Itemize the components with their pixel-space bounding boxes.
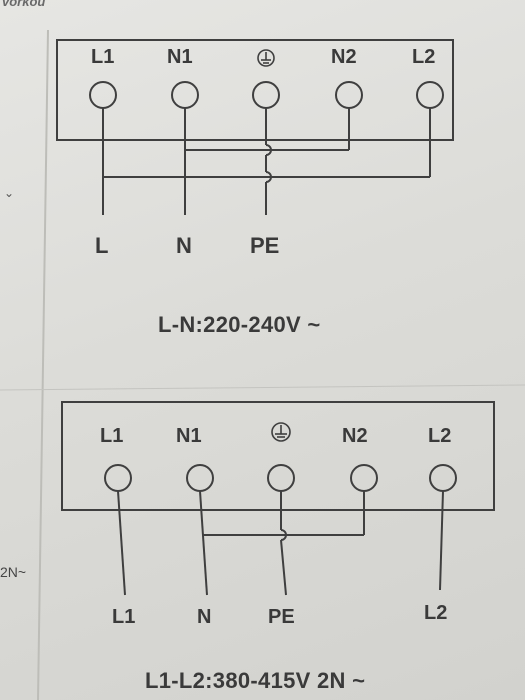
terminal-N2-2 (350, 464, 378, 492)
d2-terminal-label-L1: L1 (100, 425, 124, 447)
earth-symbol-2 (271, 422, 291, 442)
d1-terminal-label-L1: L1 (91, 46, 115, 68)
diagram-1 (56, 39, 454, 215)
section-divider (0, 384, 525, 391)
d1-output-label-PE: PE (250, 233, 280, 258)
terminal-L1-1 (89, 81, 117, 109)
terminal-block-1 (56, 39, 454, 141)
d2-voltage-rating: L1-L2:380-415V 2N ~ (145, 668, 366, 693)
wire-L2-2 (439, 490, 444, 591)
d2-output-label-L1: L1 (112, 606, 136, 628)
page-fold-line (37, 29, 49, 700)
d1-output-label-L: L (95, 233, 109, 258)
terminal-PE-1 (252, 81, 280, 109)
d2-output-label-L2: L2 (424, 602, 448, 624)
d1-terminal-label-N1: N1 (167, 46, 193, 68)
terminal-block-2 (61, 401, 495, 511)
edge-tick-mark: ⌄ (4, 186, 15, 200)
d2-output-label-PE: PE (268, 606, 295, 628)
wire-L1-2 (117, 490, 126, 596)
d2-terminal-label-N1: N1 (176, 425, 202, 447)
header-fragment: vorkou (2, 0, 46, 9)
terminal-L1-2 (104, 464, 132, 492)
d1-voltage-rating: L-N:220-240V ~ (158, 312, 321, 337)
earth-symbol-1 (257, 49, 275, 67)
d1-output-label-N: N (176, 233, 192, 258)
d2-terminal-label-N2: N2 (342, 425, 368, 447)
terminal-L2-2 (429, 464, 457, 492)
terminal-PE-2 (267, 464, 295, 492)
terminal-N1-1 (171, 81, 199, 109)
left-edge-fragment: 2N~ (0, 564, 27, 580)
d2-output-label-N: N (197, 606, 212, 628)
terminal-L2-1 (416, 81, 444, 109)
terminal-N1-2 (186, 464, 214, 492)
wire-PE-2 (280, 539, 287, 596)
d1-terminal-label-N2: N2 (331, 46, 357, 68)
d1-terminal-label-L2: L2 (412, 46, 436, 68)
d2-terminal-label-L2: L2 (428, 425, 452, 447)
diagram-2 (61, 401, 495, 596)
terminal-N2-1 (335, 81, 363, 109)
wire-N-2 (199, 490, 208, 596)
